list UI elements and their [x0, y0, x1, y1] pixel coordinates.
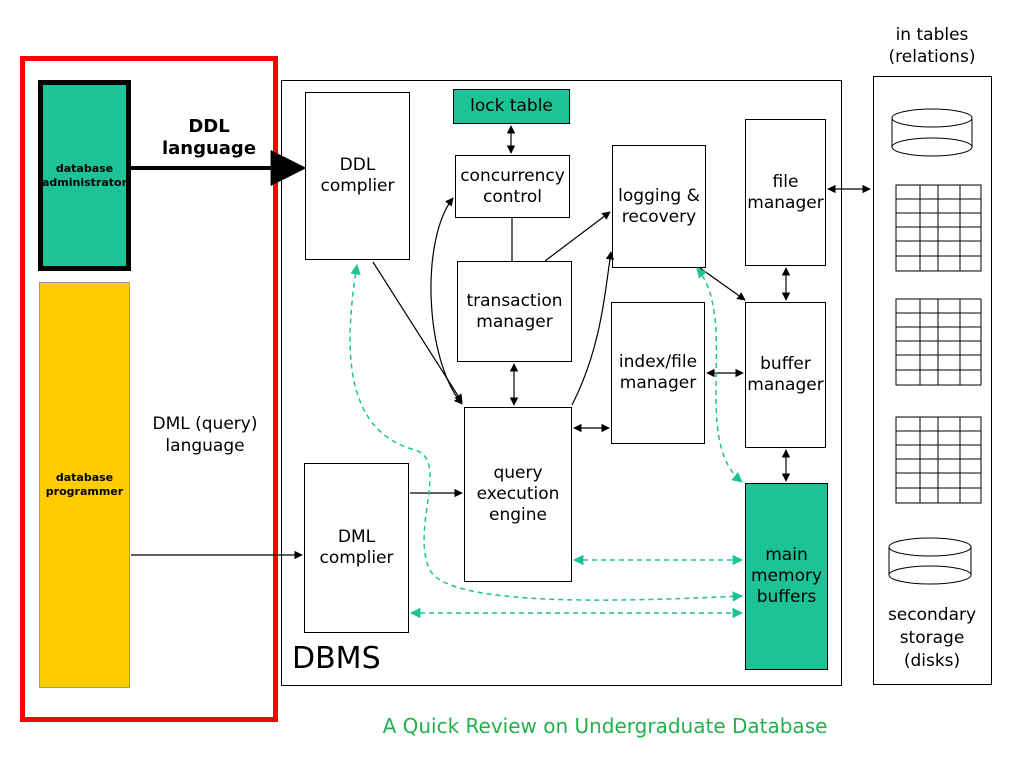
- relation-table-icon: [895, 184, 982, 272]
- ddl-memory-dashed-arrow: [349, 263, 744, 602]
- file-manager-box: file manager: [745, 119, 826, 266]
- database-programmer-box: database programmer: [39, 282, 130, 688]
- logging-memory-dashed-arrow: [696, 267, 743, 483]
- dbms-label: DBMS: [292, 641, 381, 676]
- dbms-container: [281, 80, 842, 686]
- database-administrator-box: database administrator: [38, 80, 131, 271]
- buffer-manager-box: buffer manager: [745, 302, 826, 448]
- secondary-storage-column: [873, 76, 992, 685]
- user-roles-frame: [20, 56, 278, 722]
- transaction-logging-arrow: [544, 211, 611, 262]
- storage-footer-label: secondary storage (disks): [887, 605, 977, 671]
- ddl-compiler-box: DDL complier: [305, 92, 410, 260]
- footer-title: A Quick Review on Undergraduate Database: [382, 714, 828, 738]
- dml-language-label: DML (query) language: [152, 414, 258, 456]
- main-memory-buffers-box: main memory buffers: [745, 483, 828, 670]
- relation-table-icon: [895, 298, 982, 386]
- disk-icon: [891, 108, 973, 157]
- disk-icon: [888, 537, 972, 585]
- storage-header-label: in tables (relations): [888, 25, 976, 67]
- lock-table-box: lock table: [453, 89, 570, 124]
- concurrency-control-box: concurrency control: [455, 155, 570, 218]
- logging-recovery-box: logging & recovery: [612, 145, 706, 268]
- concurrency-query-arrow: [430, 197, 463, 405]
- query-logging-arrow: [571, 251, 615, 406]
- ddl-language-label: DDL language: [161, 116, 257, 159]
- relation-table-icon: [895, 416, 982, 504]
